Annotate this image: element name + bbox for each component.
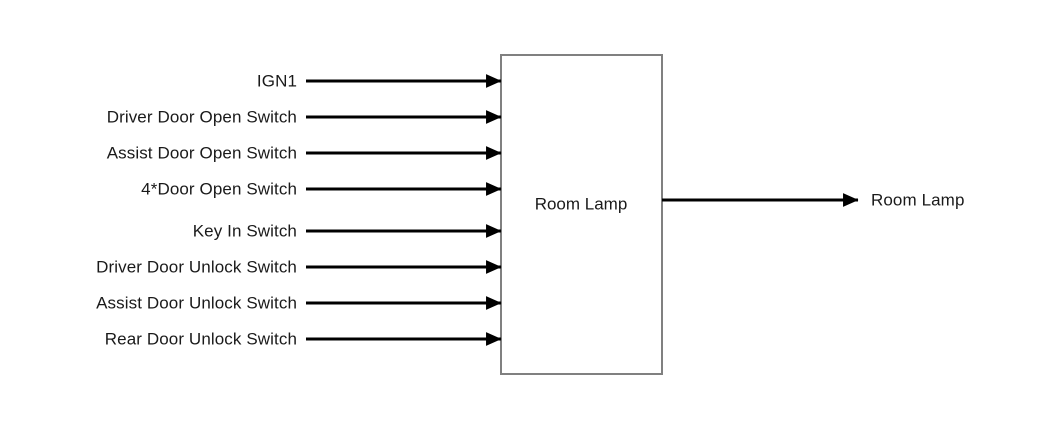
- input-signal-label: Driver Door Unlock Switch: [96, 257, 297, 277]
- input-signal-label: Assist Door Open Switch: [106, 143, 297, 163]
- input-signal-label: Assist Door Unlock Switch: [96, 293, 297, 313]
- input-signal-label: Rear Door Unlock Switch: [104, 329, 297, 349]
- input-signal-label: IGN1: [256, 71, 297, 91]
- room-lamp-block[interactable]: [500, 54, 663, 375]
- output-signal-label: Room Lamp: [871, 190, 965, 210]
- input-signal-label: Driver Door Open Switch: [106, 107, 297, 127]
- input-signal-label: 4*Door Open Switch: [141, 179, 297, 199]
- input-signal-label: Key In Switch: [192, 221, 297, 241]
- input-arrow-group: [306, 74, 502, 346]
- room-lamp-block-label: Room Lamp: [534, 194, 628, 214]
